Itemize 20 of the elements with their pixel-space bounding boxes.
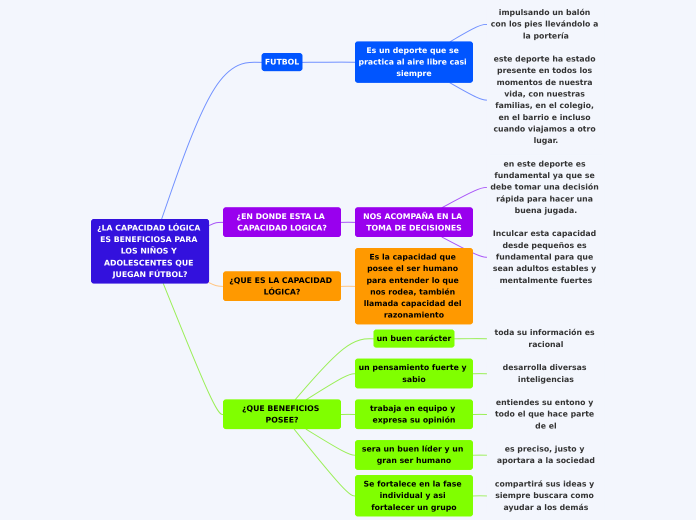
connector — [340, 414, 356, 415]
connector — [472, 495, 488, 496]
connector — [454, 338, 488, 340]
connector — [472, 454, 488, 456]
connector — [305, 373, 356, 400]
connector — [208, 222, 224, 226]
connector — [162, 283, 224, 415]
connector — [472, 373, 488, 374]
connector — [302, 62, 356, 63]
connector — [161, 62, 263, 220]
connector — [340, 222, 356, 223]
connector — [472, 414, 488, 415]
connector — [441, 186, 488, 208]
connector — [449, 82, 488, 101]
connector — [340, 286, 356, 287]
connector — [449, 24, 488, 42]
connector — [294, 338, 374, 400]
connector — [305, 428, 356, 456]
connector — [208, 282, 224, 287]
connector — [294, 428, 356, 496]
